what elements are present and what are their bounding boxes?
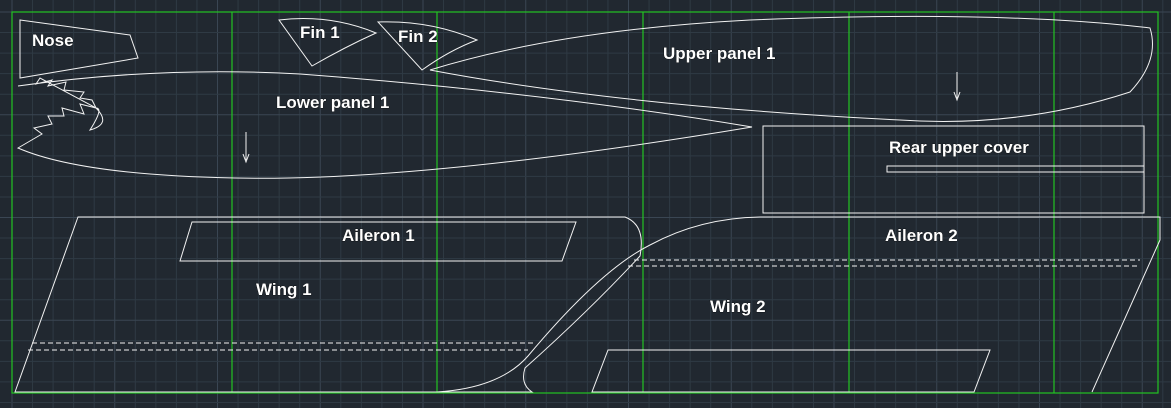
label-wing-1: Wing 1: [256, 280, 312, 299]
label-rear-upper-cover: Rear upper cover: [889, 138, 1029, 157]
wing-2-outline[interactable]: [436, 216, 1161, 393]
label-fin-2: Fin 2: [398, 27, 438, 46]
label-aileron-2: Aileron 2: [885, 226, 958, 245]
label-aileron-1: Aileron 1: [342, 226, 415, 245]
part-labels: Nose Fin 1 Fin 2 Upper panel 1 Lower pan…: [32, 23, 1030, 317]
upper-panel-1-outline[interactable]: [429, 15, 1153, 122]
aileron-2-outline[interactable]: [591, 349, 991, 393]
lower-panel-1-outline[interactable]: [16, 71, 753, 179]
label-nose: Nose: [32, 31, 74, 50]
upper-panel-arrowhead: [953, 91, 961, 102]
sheet-borders: [11, 11, 1159, 394]
label-wing-2: Wing 2: [710, 297, 766, 316]
lower-panel-arrowhead: [242, 153, 250, 164]
label-lower-panel-1: Lower panel 1: [276, 93, 389, 112]
label-upper-panel-1: Upper panel 1: [663, 44, 775, 63]
label-fin-1: Fin 1: [300, 23, 340, 42]
fin-1-outline[interactable]: [278, 18, 378, 67]
aileron-1-outline[interactable]: [179, 221, 577, 262]
part-outlines: [14, 15, 1161, 393]
rear-upper-cover-slot: [886, 165, 1145, 173]
fin-2-outline[interactable]: [376, 21, 479, 71]
sheet-outer-border: [11, 11, 1159, 394]
wing-1-outline[interactable]: [14, 216, 642, 393]
nose-outline[interactable]: [19, 19, 139, 79]
